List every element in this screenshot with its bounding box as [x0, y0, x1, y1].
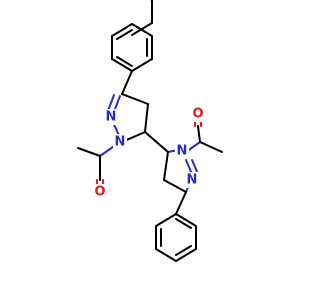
atom-n2: N [113, 134, 127, 150]
nitrogen-label: N [106, 110, 117, 125]
atom-o1: O [93, 184, 107, 200]
upper-phenyl-ring [111, 0, 153, 72]
atom-n3: N [175, 143, 189, 159]
lower-phenyl-ring [155, 191, 197, 262]
atom-n1: N [104, 109, 118, 125]
nitrogen-label: N [177, 144, 188, 159]
molecule-structure: N N O N N O [77, 0, 223, 262]
ring-link-bond [144, 131, 169, 153]
atom-o2: O [191, 106, 205, 122]
lower-pyrazoline-ring [163, 149, 199, 193]
oxygen-label: O [192, 107, 203, 122]
nitrogen-label: N [187, 173, 198, 188]
nitrogen-label: N [115, 135, 126, 150]
oxygen-label: O [94, 185, 105, 200]
upper-pyrazoline-ring [105, 70, 149, 143]
atom-n4: N [185, 172, 199, 188]
lower-acetyl-group [185, 119, 223, 153]
